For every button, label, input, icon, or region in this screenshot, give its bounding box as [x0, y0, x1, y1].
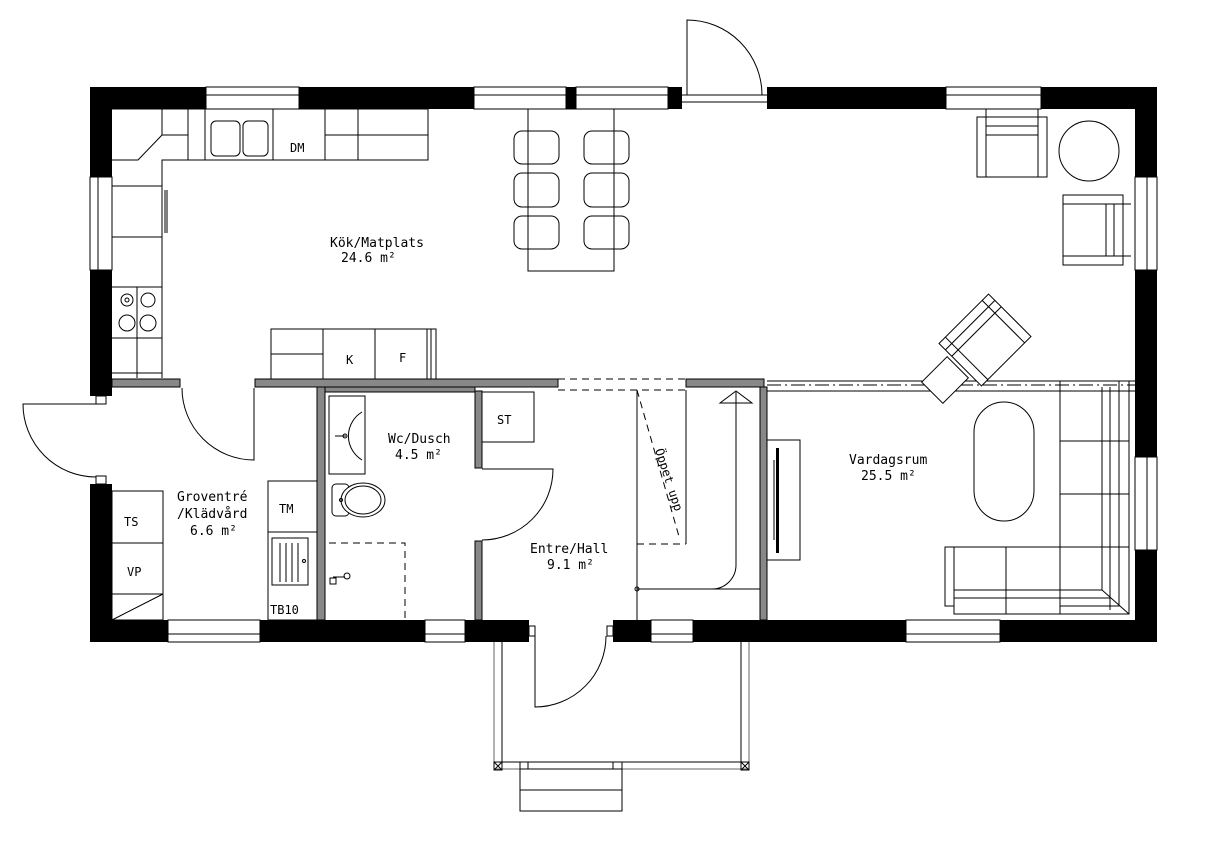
interior-walls — [111, 378, 1135, 621]
room-area-hall: 9.1 m² — [547, 558, 594, 573]
label-tb10: TB10 — [270, 603, 299, 617]
label-vp: VP — [127, 565, 141, 579]
groventre-fixtures: TS VP TM TB10 — [111, 480, 318, 621]
label-f: F — [399, 351, 406, 365]
label-dm: DM — [290, 141, 304, 155]
room-name-vardagsrum: Vardagsrum — [849, 453, 927, 468]
stove-burner — [120, 293, 134, 307]
stove-burner — [140, 292, 156, 308]
door-wc — [481, 468, 554, 541]
room-labels: Kök/Matplats 24.6 m² Vardagsrum 25.5 m² … — [177, 236, 927, 573]
door-groventre — [181, 387, 255, 461]
porch — [493, 642, 750, 812]
stove-burner — [139, 314, 157, 332]
kitchen-fixtures: DM K F — [112, 108, 437, 380]
door-entrance — [534, 635, 607, 708]
room-area-kok: 24.6 m² — [341, 251, 396, 266]
room-name-groventre: Groventré — [177, 490, 248, 505]
room-name-wc: Wc/Dusch — [388, 432, 451, 447]
label-opening: Öppet upp — [652, 446, 687, 513]
laundry-sink — [271, 537, 309, 586]
room-area-wc: 4.5 m² — [395, 448, 442, 463]
label-tm: TM — [279, 502, 293, 516]
room-name-kok: Kök/Matplats — [330, 236, 424, 251]
dining-table — [513, 108, 630, 272]
label-st: ST — [497, 413, 511, 427]
door-top — [686, 19, 763, 96]
toilet-bowl — [340, 482, 386, 518]
chairs — [513, 109, 630, 271]
label-ts: TS — [124, 515, 138, 529]
wc-fixtures — [328, 395, 406, 620]
sink-right — [242, 120, 269, 157]
hall-fixtures: ST Öppet upp — [481, 389, 760, 620]
sink-left — [210, 120, 241, 157]
room-area-vardagsrum: 25.5 m² — [861, 469, 916, 484]
room-name2-groventre: /Klädvård — [177, 507, 247, 522]
stove-burner — [118, 314, 136, 332]
stair-arrow — [637, 392, 737, 590]
label-k: K — [346, 353, 354, 367]
room-name-hall: Entre/Hall — [530, 542, 608, 557]
room-area-groventre: 6.6 m² — [190, 524, 237, 539]
coffee-table — [973, 401, 1035, 522]
doors — [22, 19, 763, 708]
door-left — [22, 403, 97, 478]
wash-basin — [347, 411, 363, 461]
exterior-walls — [89, 86, 1158, 643]
living-furniture — [766, 109, 1131, 615]
round-table — [1058, 120, 1120, 182]
